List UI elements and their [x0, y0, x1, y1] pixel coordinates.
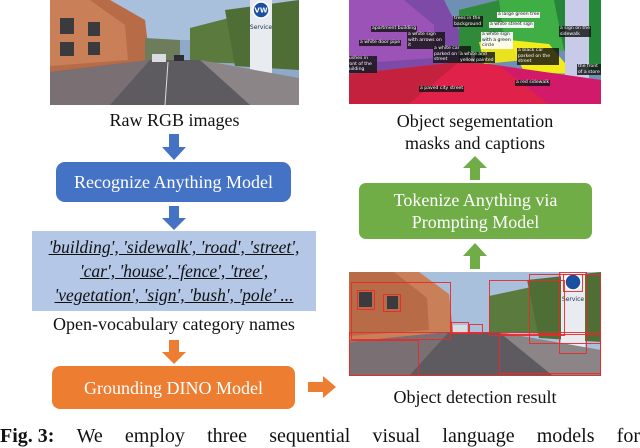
tokenize-anything-model-box: Tokenize Anything via Prompting Model — [359, 183, 592, 239]
seg-caption-label: a white street sign — [489, 22, 534, 28]
figure-label: Fig. 3: — [0, 425, 55, 447]
object-detection-image: Service — [349, 272, 601, 376]
detection-caption: Object detection result — [393, 387, 557, 407]
detection-box — [469, 324, 483, 334]
caption-word: employ — [124, 425, 185, 447]
detection-box — [351, 282, 451, 340]
category-names-caption: Open-vocabulary category names — [53, 314, 295, 334]
figure-caption: Fig. 3: We employ three sequential visua… — [0, 424, 640, 448]
recognize-anything-model-box: Recognize Anything Model — [56, 162, 291, 202]
tokenize-anything-model-label: Tokenize Anything via Prompting Model — [393, 190, 558, 232]
detection-box — [559, 272, 587, 354]
seg-caption-label: apartment building — [371, 26, 418, 32]
seg-caption-label: a paved city street — [419, 86, 465, 92]
seg-caption-label: trees in the background — [453, 16, 483, 28]
seg-caption-label: a white door pipe — [359, 40, 402, 46]
detection-box — [383, 294, 401, 312]
seg-caption-label: a red sidewalk — [515, 80, 551, 86]
arrow-up-icon — [463, 156, 487, 180]
detection-box — [563, 274, 583, 292]
recognize-anything-model-label: Recognize Anything Model — [74, 172, 273, 192]
seg-caption-label: a black car parked on the street — [517, 48, 559, 65]
caption-word: We — [76, 425, 103, 447]
segmentation-image: apartment building trees in the backgrou… — [349, 0, 601, 104]
arrow-up-icon — [463, 243, 487, 269]
caption-word: for — [616, 425, 640, 447]
raw-rgb-image: VW Service — [50, 0, 299, 105]
category-tags-box: 'building', 'sidewalk', 'road', 'street'… — [32, 231, 316, 311]
vw-logo-text: VW — [254, 7, 267, 15]
seg-caption-label: a white and yellow painted — [459, 52, 495, 64]
caption-word: visual — [372, 425, 421, 447]
tags-line: 'building', 'sidewalk', 'road', 'street'… — [48, 237, 300, 257]
seg-caption-label: bushes in front of the building — [349, 56, 377, 73]
arrow-down-icon — [162, 340, 186, 364]
seg-caption-label: a white sign with a green circle — [481, 32, 513, 49]
detection-box — [499, 334, 601, 374]
detection-box — [357, 290, 375, 310]
caption-word: sequential — [269, 425, 351, 447]
seg-caption-label: a large green tree — [497, 12, 541, 18]
arrow-down-icon — [162, 206, 186, 230]
arrow-right-icon — [308, 376, 336, 398]
caption-word: three — [207, 425, 248, 447]
seg-caption-label: a white sign with arrows on it — [407, 32, 445, 49]
detection-box — [451, 322, 469, 334]
detection-box — [349, 340, 419, 376]
caption-word: models — [536, 425, 595, 447]
street-scene-raw: VW Service — [50, 0, 299, 105]
raw-rgb-caption: Raw RGB images — [109, 110, 240, 130]
seg-caption-label: a sign on the sidewalk — [559, 26, 591, 38]
caption-word: language — [442, 425, 515, 447]
segmentation-caption: Object segementation masks and captions — [396, 111, 554, 153]
grounding-dino-model-box: Grounding DINO Model — [52, 366, 295, 409]
service-sign-text: Service — [250, 24, 272, 31]
svg-text:Service: Service — [562, 296, 584, 303]
tags-line: 'car', 'house', 'fence', 'tree', — [79, 261, 269, 281]
arrow-down-icon — [162, 134, 186, 160]
detection-box — [489, 280, 565, 336]
seg-caption-label: the front of a store — [577, 64, 601, 76]
grounding-dino-model-label: Grounding DINO Model — [84, 377, 263, 398]
tags-line: 'vegetation', 'sign', 'bush', 'pole' ... — [54, 285, 294, 305]
